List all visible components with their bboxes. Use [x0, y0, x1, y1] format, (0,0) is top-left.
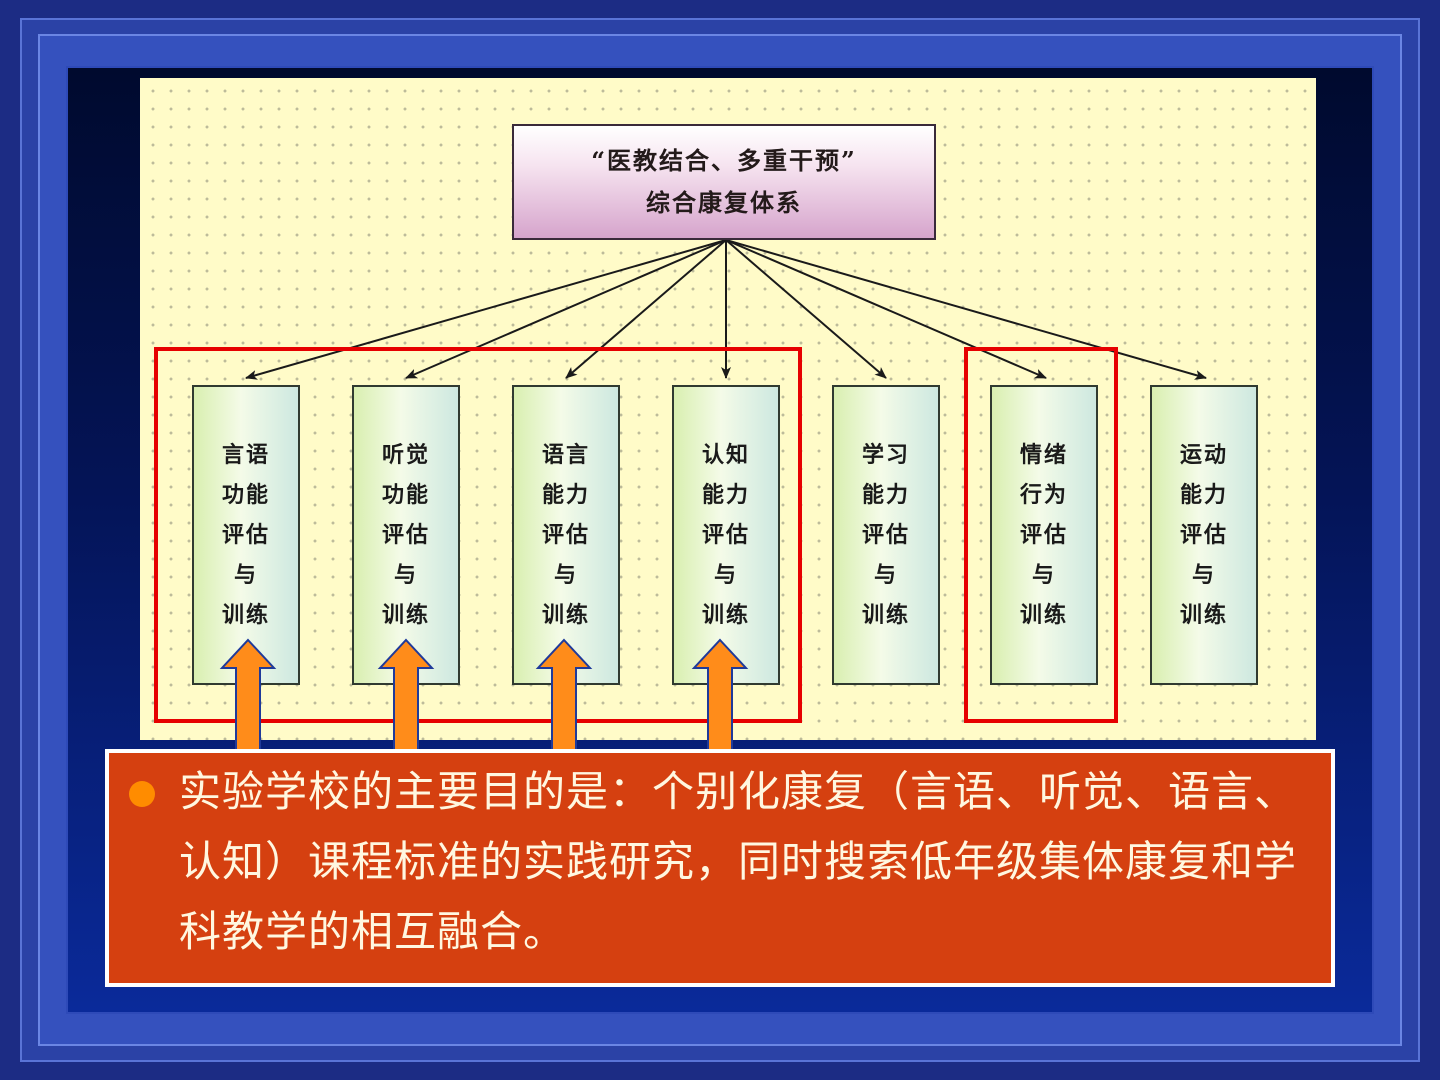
- column-learning: 学习 能力 评估 与 训练: [832, 385, 940, 685]
- summary-text-box: 实验学校的主要目的是：个别化康复（言语、听觉、语言、认知）课程标准的实践研究，同…: [105, 749, 1335, 987]
- column-text: 能力: [861, 482, 910, 508]
- column-language: 语言 能力 评估 与 训练: [512, 385, 620, 685]
- highlight-box-individual: [154, 347, 802, 723]
- column-text: 评估: [861, 522, 910, 548]
- arrow-to-col-7: [725, 239, 1207, 380]
- column-text: 与: [553, 562, 578, 588]
- system-title-line1: “医教结合、多重干预”: [591, 146, 857, 175]
- column-cognition: 认知 能力 评估 与 训练: [672, 385, 780, 685]
- column-text: 认知: [701, 442, 750, 468]
- column-text: 能力: [541, 482, 590, 508]
- column-text: 与: [393, 562, 418, 588]
- connector-lines: [245, 239, 1207, 380]
- system-title-line2: 综合康复体系: [646, 188, 802, 217]
- bullet-icon: [129, 781, 155, 807]
- column-text: 听觉: [381, 442, 430, 468]
- column-text: 训练: [1179, 602, 1228, 628]
- column-text: 评估: [381, 522, 430, 548]
- column-hearing: 听觉 功能 评估 与 训练: [352, 385, 460, 685]
- column-text: 训练: [1019, 602, 1068, 628]
- column-text: 训练: [541, 602, 590, 628]
- column-text: 语言: [541, 442, 590, 468]
- column-motor: 运动 能力 评估 与 训练: [1150, 385, 1258, 685]
- column-text: 与: [713, 562, 738, 588]
- column-text: 学习: [861, 442, 910, 468]
- arrow-to-col-1: [245, 239, 727, 380]
- system-title-box: “医教结合、多重干预” 综合康复体系: [512, 124, 936, 240]
- arrow-lines: [245, 239, 1207, 380]
- arrow-to-col-6: [725, 239, 1047, 379]
- arrow-to-col-5: [725, 239, 887, 379]
- column-text: 评估: [221, 522, 270, 548]
- summary-paragraph: 实验学校的主要目的是：个别化康复（言语、听觉、语言、认知）课程标准的实践研究，同…: [179, 767, 1298, 956]
- column-text: 与: [1191, 562, 1216, 588]
- column-text: 功能: [381, 482, 430, 508]
- column-text: 能力: [1179, 482, 1228, 508]
- column-text: 评估: [701, 522, 750, 548]
- orange-up-arrow-icon: [691, 638, 749, 757]
- column-text: 行为: [1019, 482, 1068, 508]
- column-text: 评估: [1019, 522, 1068, 548]
- column-text: 与: [1031, 562, 1056, 588]
- highlight-box-emotion: [964, 347, 1118, 723]
- arrow-to-col-3: [565, 239, 727, 379]
- column-text: 运动: [1179, 442, 1228, 468]
- orange-up-arrow-icon: [377, 638, 435, 757]
- column-text: 评估: [541, 522, 590, 548]
- column-text: 训练: [861, 602, 910, 628]
- column-speech: 言语 功能 评估 与 训练: [192, 385, 300, 685]
- column-text: 训练: [381, 602, 430, 628]
- column-text: 能力: [701, 482, 750, 508]
- column-text: 言语: [221, 442, 270, 468]
- column-text: 情绪: [1019, 442, 1068, 468]
- column-text: 与: [873, 562, 898, 588]
- column-text: 训练: [221, 602, 270, 628]
- arrow-to-col-2: [405, 239, 727, 379]
- column-text: 功能: [221, 482, 270, 508]
- column-text: 训练: [701, 602, 750, 628]
- rehab-system-diagram: “医教结合、多重干预” 综合康复体系 言语 功能 评估 与 训练 听觉 功能 评…: [140, 78, 1316, 740]
- orange-up-arrow-icon: [219, 638, 277, 757]
- orange-up-arrow-icon: [535, 638, 593, 757]
- column-text: 评估: [1179, 522, 1228, 548]
- column-text: 与: [233, 562, 258, 588]
- column-emotion-behavior: 情绪 行为 评估 与 训练: [990, 385, 1098, 685]
